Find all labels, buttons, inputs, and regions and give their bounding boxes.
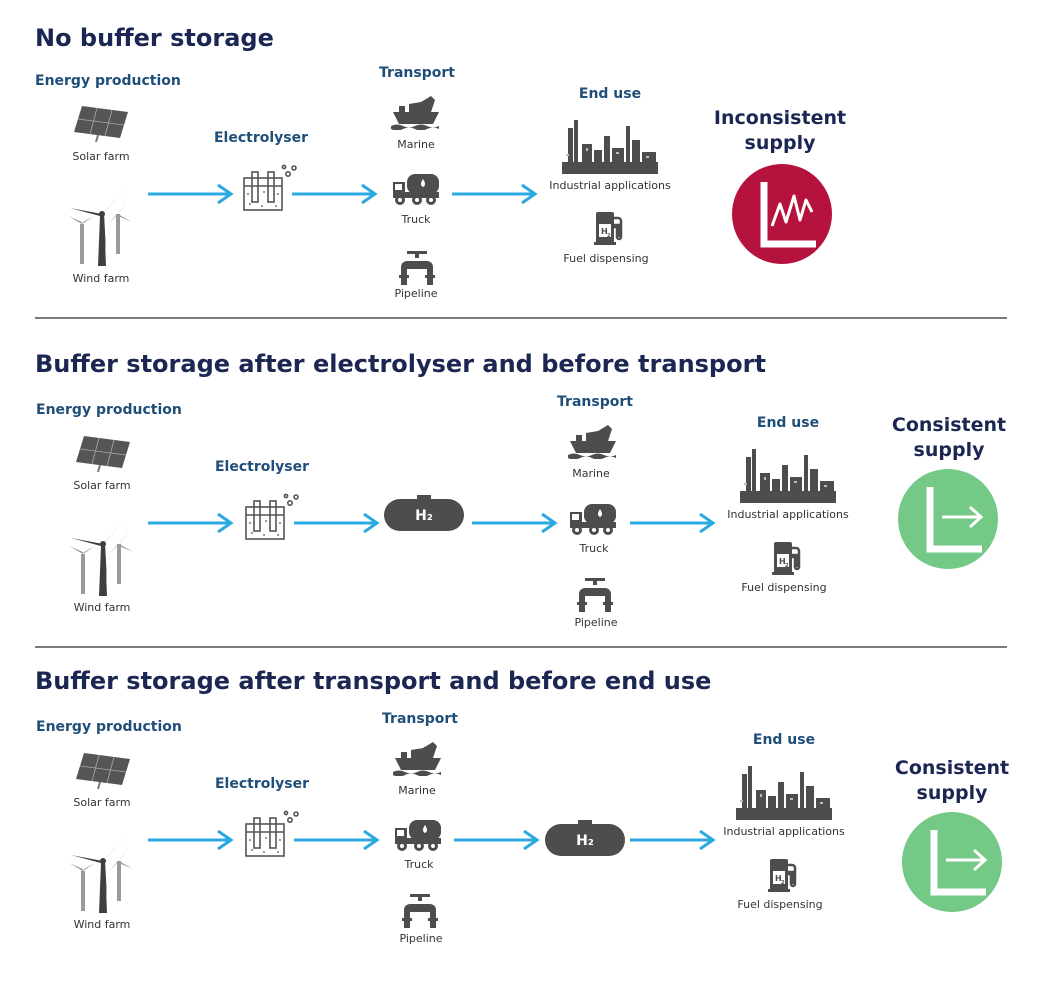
industrial-applications-label: Industrial applications <box>727 508 849 521</box>
ship-icon <box>393 742 443 776</box>
stage-end-use: End use <box>578 86 642 102</box>
marine-label: Marine <box>572 467 610 480</box>
solar-panel-icon <box>74 434 134 472</box>
electrolyser-icon <box>240 493 300 543</box>
fuel-dispensing-label: Fuel dispensing <box>741 581 827 594</box>
stage-transport: Transport <box>382 711 458 727</box>
pipeline-icon <box>400 894 440 928</box>
factory-icon <box>740 447 836 503</box>
ship-icon <box>391 96 441 130</box>
fuel-dispensing-label: Fuel dispensing <box>737 898 823 911</box>
solar-panel-icon <box>72 104 132 142</box>
stage-electrolyser: Electrolyser <box>214 459 310 475</box>
hydrogen-storage-tank: H₂ <box>384 495 464 535</box>
stage-energy-production: Energy production <box>36 719 182 735</box>
flow-arrow <box>148 184 234 204</box>
ship-icon <box>568 425 618 459</box>
wind-farm-label: Wind farm <box>73 918 131 931</box>
flow-arrow <box>294 513 380 533</box>
stage-transport: Transport <box>557 394 633 410</box>
outcome-label: Consistent supply <box>872 756 1032 806</box>
solar-panel-icon <box>74 751 134 789</box>
pipeline-icon <box>397 251 437 285</box>
outcome-line-1: Inconsistent <box>713 107 847 129</box>
stage-transport: Transport <box>379 65 455 81</box>
hydrogen-tank-label: H₂ <box>576 833 594 849</box>
stage-electrolyser: Electrolyser <box>213 130 309 146</box>
pipeline-label: Pipeline <box>399 932 443 945</box>
fuel-pump-icon <box>772 540 802 576</box>
electrolyser-icon <box>238 164 298 214</box>
truck-label: Truck <box>404 858 434 871</box>
truck-icon <box>568 502 618 536</box>
fuel-pump-icon <box>594 210 624 246</box>
outcome-label: Consistent supply <box>869 413 1029 463</box>
flow-arrow <box>294 830 380 850</box>
wind-turbine-icon <box>66 178 136 268</box>
outcome-line-1: Consistent <box>891 414 1007 436</box>
fuel-dispensing-label: Fuel dispensing <box>563 252 649 265</box>
section-divider <box>35 317 1007 319</box>
flow-arrow <box>292 184 378 204</box>
factory-icon <box>736 764 832 820</box>
solar-farm-label: Solar farm <box>73 479 131 492</box>
outcome-line-2: supply <box>744 132 816 154</box>
steady-chart-icon <box>902 812 1002 912</box>
marine-label: Marine <box>398 784 436 797</box>
stage-end-use: End use <box>752 732 816 748</box>
wind-farm-label: Wind farm <box>72 272 130 285</box>
wind-turbine-icon <box>67 508 137 598</box>
industrial-applications-label: Industrial applications <box>549 179 671 192</box>
volatile-chart-icon <box>732 164 832 264</box>
outcome-label: Inconsistent supply <box>700 106 860 156</box>
steady-chart-icon <box>898 469 998 569</box>
fuel-pump-icon <box>768 857 798 893</box>
wind-farm-label: Wind farm <box>73 601 131 614</box>
truck-icon <box>391 172 441 206</box>
marine-label: Marine <box>397 138 435 151</box>
wind-turbine-icon <box>67 825 137 915</box>
solar-farm-label: Solar farm <box>72 150 130 163</box>
hydrogen-storage-tank: H₂ <box>545 820 625 860</box>
stage-energy-production: Energy production <box>36 402 182 418</box>
outcome-line-1: Consistent <box>894 757 1010 779</box>
flow-arrow <box>148 513 234 533</box>
pipeline-label: Pipeline <box>574 616 618 629</box>
stage-end-use: End use <box>756 415 820 431</box>
flow-arrow <box>472 513 558 533</box>
stage-electrolyser: Electrolyser <box>214 776 310 792</box>
hydrogen-tank-label: H₂ <box>415 508 433 524</box>
flow-arrow <box>630 513 716 533</box>
section-title: Buffer storage after electrolyser and be… <box>35 350 766 378</box>
flow-arrow <box>454 830 540 850</box>
stage-energy-production: Energy production <box>35 73 181 89</box>
flow-arrow <box>452 184 538 204</box>
pipeline-icon <box>575 578 615 612</box>
section-title: No buffer storage <box>35 24 274 52</box>
pipeline-label: Pipeline <box>394 287 438 300</box>
outcome-line-2: supply <box>913 439 985 461</box>
flow-arrow <box>630 830 716 850</box>
truck-icon <box>393 818 443 852</box>
outcome-line-2: supply <box>916 782 988 804</box>
truck-label: Truck <box>401 213 431 226</box>
section-divider <box>35 646 1007 648</box>
electrolyser-icon <box>240 810 300 860</box>
truck-label: Truck <box>579 542 609 555</box>
industrial-applications-label: Industrial applications <box>723 825 845 838</box>
section-title: Buffer storage after transport and befor… <box>35 667 712 695</box>
solar-farm-label: Solar farm <box>73 796 131 809</box>
flow-arrow <box>148 830 234 850</box>
factory-icon <box>562 118 658 174</box>
